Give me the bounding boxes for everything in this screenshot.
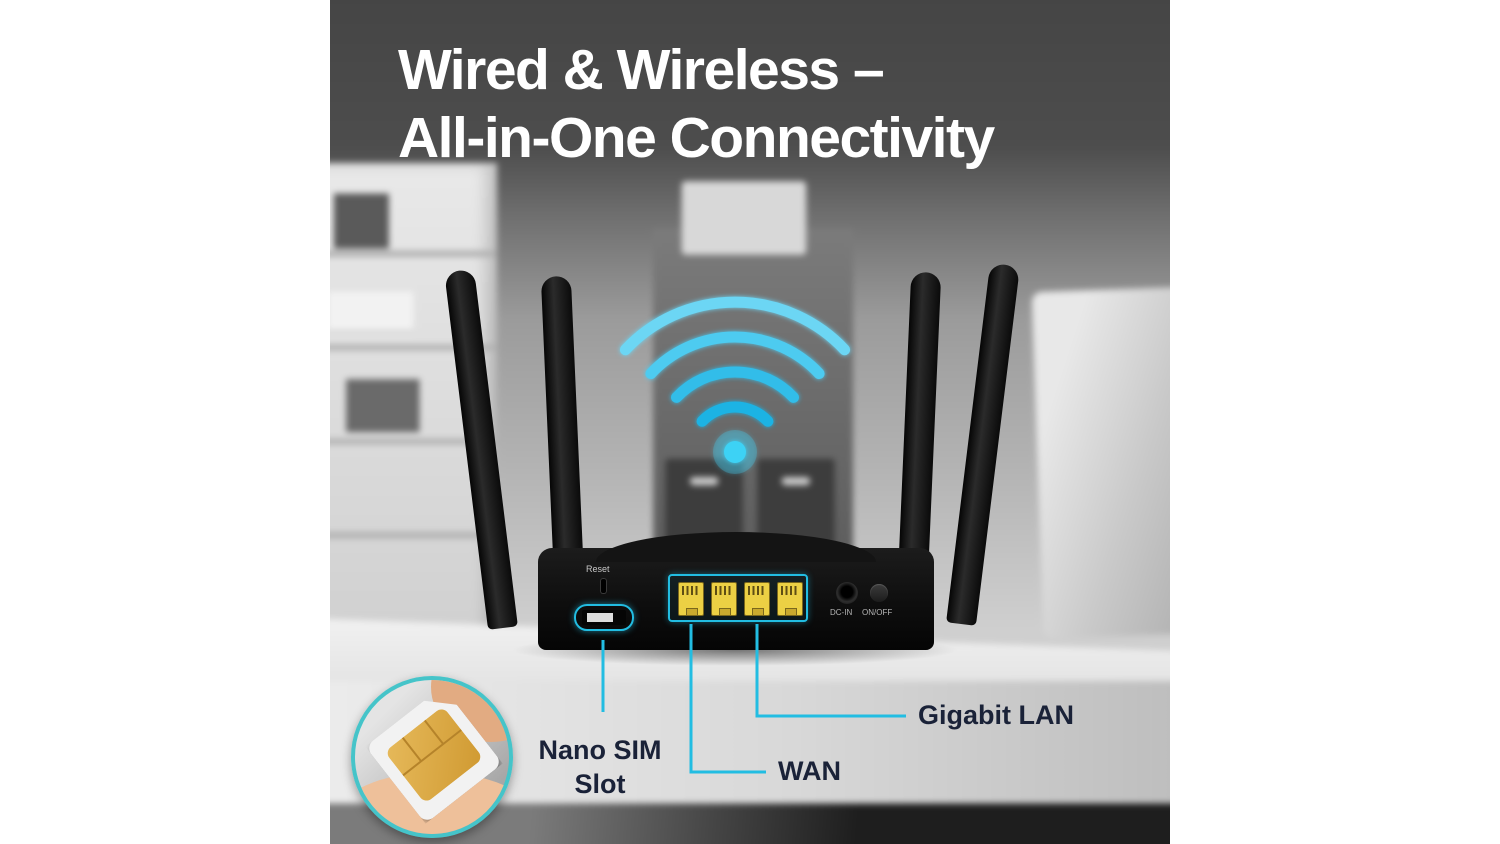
label-nano-sim-line2: Slot (574, 768, 626, 799)
storage-cabinet (653, 181, 854, 565)
desktop-monitor (1031, 286, 1170, 639)
sim-slot-highlight (574, 604, 634, 631)
dc-in-label: DC-IN (830, 608, 853, 617)
ethernet-port-lan (711, 582, 737, 616)
ethernet-port-lan (744, 582, 770, 616)
label-nano-sim: Nano SIM Slot (518, 734, 682, 802)
headline-line-1: Wired & Wireless – (398, 38, 885, 102)
power-label: ON/OFF (862, 608, 893, 617)
ethernet-port-wan (678, 582, 704, 616)
product-photo: Wired & Wireless – All-in-One Connectivi… (330, 0, 1170, 844)
sim-contacts (385, 706, 484, 804)
label-wan: WAN (778, 756, 841, 786)
storage-box (757, 458, 835, 547)
label-nano-sim-line1: Nano SIM (538, 735, 662, 765)
ethernet-port-lan (777, 582, 803, 616)
printer (681, 181, 807, 255)
shelf-binders (333, 193, 389, 249)
reset-button (600, 578, 607, 594)
shelf-papers (330, 291, 414, 331)
router-body: Reset DC-IN ON/OFF (538, 532, 934, 650)
dc-in-port (836, 582, 858, 604)
label-gigabit-lan: Gigabit LAN (918, 700, 1074, 730)
headline-line-2: All-in-One Connectivity (398, 106, 995, 171)
power-button (870, 584, 888, 602)
nano-sim-slot (582, 610, 626, 625)
headline: Wired & Wireless – All-in-One Connectivi… (398, 36, 995, 173)
sim-card-inset (351, 676, 513, 838)
wifi-signal-icon (619, 296, 851, 474)
reset-label: Reset (586, 564, 610, 574)
shelf-binders (346, 379, 420, 433)
